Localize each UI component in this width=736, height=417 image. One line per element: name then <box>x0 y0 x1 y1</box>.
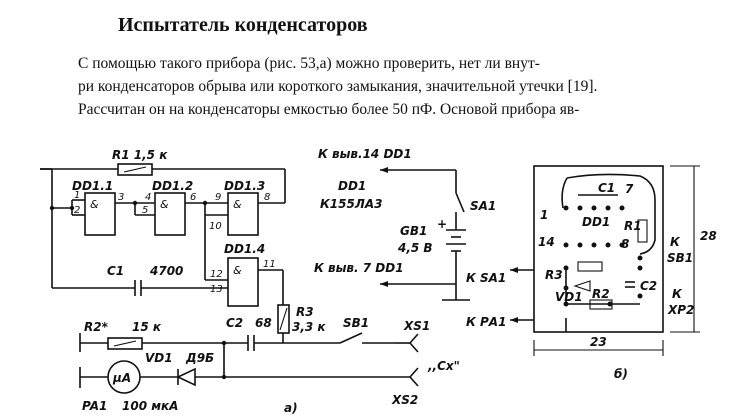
board-n8: 8 <box>621 237 629 251</box>
capacitor-c1: C1 4700 <box>52 264 205 296</box>
xs2-label: XS2 <box>391 393 418 407</box>
board-r1-label: R1 <box>624 219 642 233</box>
meter-label: μA <box>112 371 131 385</box>
chip-type-label: К155ЛА3 <box>320 197 382 211</box>
gate-dd1-2: & DD1.2 4 5 6 <box>132 179 205 236</box>
r3-label: R3 <box>296 305 314 319</box>
sa1-label: SA1 <box>470 199 496 213</box>
gate-dd1-4: & DD1.4 12 13 11 <box>205 242 283 307</box>
gate-symbol: & <box>233 198 242 211</box>
gb1-value: 4,5 В <box>397 241 433 255</box>
board-pa1: К РА1 <box>466 315 506 329</box>
pin-label: 13 <box>210 284 223 295</box>
pin-label: 12 <box>210 269 223 280</box>
dd1-4-label: DD1.4 <box>224 242 265 256</box>
sb1-label: SB1 <box>343 316 369 330</box>
c2-value: 68 <box>255 316 272 330</box>
to-pin7-label: К выв. 7 DD1 <box>314 261 404 275</box>
board-vd1-label: VD1 <box>555 290 583 304</box>
paragraph-line: С помощью такого прибора (рис. 53,а) мож… <box>78 55 540 72</box>
caption-b: б) <box>614 367 628 381</box>
to-pin14-label: К выв.14 DD1 <box>318 147 412 161</box>
pin-label: 4 <box>145 192 151 203</box>
gate-dd1-1: & DD1.1 1 2 3 <box>72 179 135 236</box>
c1-label: C1 <box>107 264 124 278</box>
r2-label: R2* <box>84 320 109 334</box>
caption-a: а) <box>284 401 298 415</box>
c1-value: 4700 <box>149 264 183 278</box>
board-c2-label: C2 <box>640 279 657 293</box>
board-c1-label: C1 <box>598 181 615 195</box>
pin-label: 8 <box>264 192 270 203</box>
board-k1: К <box>670 235 681 249</box>
board-n7: 7 <box>625 182 634 196</box>
battery-plus: + <box>437 217 447 231</box>
dd1-3-label: DD1.3 <box>224 179 265 193</box>
pin-label: 5 <box>142 205 148 216</box>
resistor-r3: R3 3,3 к <box>277 270 326 343</box>
board-r2-label: R2 <box>592 287 610 301</box>
r1-label: R1 1,5 к <box>112 148 168 162</box>
board-pads <box>563 205 643 307</box>
pin-label: 11 <box>263 259 276 270</box>
paragraph-line: Рассчитан он на конденсаторы емкостью бо… <box>78 101 580 118</box>
vd1-label: VD1 <box>145 351 173 365</box>
resistor-r1: R1 1,5 к <box>40 148 286 203</box>
gb1-label: GB1 <box>400 224 427 238</box>
probe-circuit: R2* 15 к C2 68 SB1 XS1 μA <box>79 316 460 415</box>
board-sb1: SB1 <box>667 251 693 265</box>
power-supply: К выв.14 DD1 DD1 К155ЛА3 SA1 + GB1 4,5 В… <box>314 147 496 301</box>
pa1-value: 100 мкА <box>122 399 178 413</box>
paragraph-line: ри конденсаторов обрыва или короткого за… <box>78 78 598 95</box>
pin-label: 6 <box>190 192 196 203</box>
intro-paragraph: С помощью такого прибора (рис. 53,а) мож… <box>78 52 728 121</box>
r3-value: 3,3 к <box>292 320 326 334</box>
board-n14: 14 <box>538 235 555 249</box>
pin-label: 10 <box>209 221 222 232</box>
pin-label: 1 <box>74 190 80 201</box>
chip-label: DD1 <box>338 179 366 193</box>
article-title: Испытатель конденсаторов <box>118 14 368 36</box>
r2-value: 15 к <box>132 320 162 334</box>
dd1-2-label: DD1.2 <box>152 179 193 193</box>
board-dd1-label: DD1 <box>582 215 610 229</box>
pin-label: 3 <box>118 192 124 203</box>
gate-dd1-3: & DD1.3 9 10 8 <box>202 179 285 236</box>
gate-symbol: & <box>160 198 169 211</box>
board-k2: К <box>672 287 683 301</box>
gate-symbol: & <box>90 198 99 211</box>
board-n1: 1 <box>540 208 548 222</box>
dd1-1-label: DD1.1 <box>72 179 113 193</box>
diode-type: Д9Б <box>185 351 214 365</box>
gate-symbol: & <box>233 264 242 277</box>
cx-label: ,,Cx" <box>427 359 460 373</box>
pin-label: 2 <box>74 205 80 216</box>
board-xp2: XP2 <box>667 303 694 317</box>
board-b: C1 1 7 DD1 R1 14 8 R3 <box>466 165 717 381</box>
pa1-label: PA1 <box>82 399 107 413</box>
xs1-label: XS1 <box>403 319 430 333</box>
board-height: 28 <box>700 229 717 243</box>
board-r3-label: R3 <box>545 268 563 282</box>
board-width: 23 <box>590 335 607 349</box>
board-sa1: К SA1 <box>466 271 506 285</box>
pin-label: 9 <box>215 192 221 203</box>
c2-label: C2 <box>226 316 243 330</box>
schematic-a: R1 1,5 к & DD1.1 1 2 3 & DD1.2 <box>40 147 496 415</box>
